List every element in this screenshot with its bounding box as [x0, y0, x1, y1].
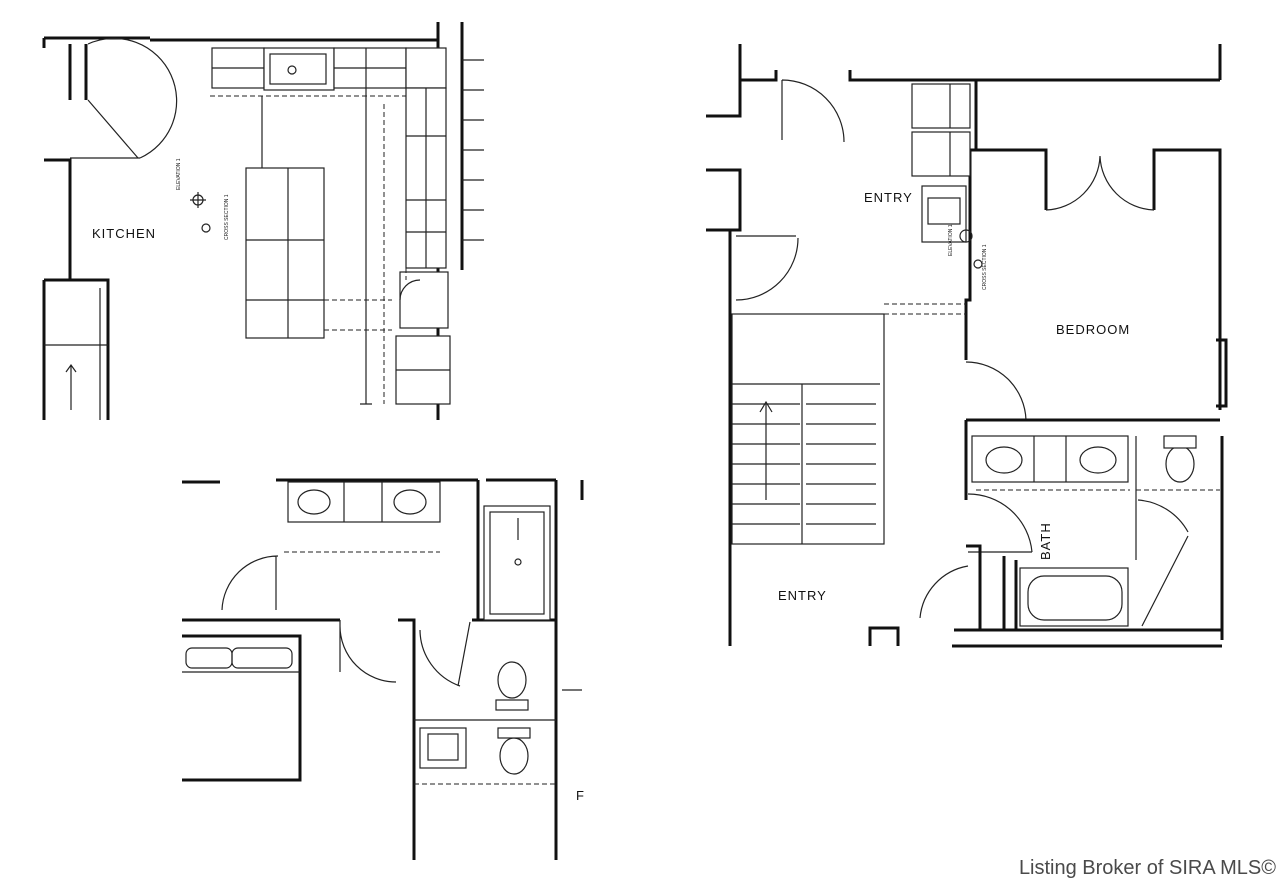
bath-label: BATH — [1038, 522, 1053, 560]
svg-text:CROSS SECTION 1: CROSS SECTION 1 — [224, 194, 230, 240]
kitchen-plan: ELEVATION 1 CROSS SECTION 1 KITCHEN — [42, 22, 484, 420]
kitchen-label: KITCHEN — [92, 226, 156, 241]
listing-broker-watermark: Listing Broker of SIRA MLS© — [1018, 857, 1276, 879]
lower-bath-plan: F — [182, 478, 585, 860]
svg-text:ELEVATION 1: ELEVATION 1 — [176, 158, 182, 190]
svg-text:CROSS SECTION 1: CROSS SECTION 1 — [982, 244, 988, 290]
entry-label-lower: ENTRY — [778, 588, 827, 603]
partial-room-label: F — [576, 788, 585, 803]
upper-floor-plan: CROSS SECTION 1 ELEVATION 1 ENTRY — [706, 44, 1228, 648]
bedroom-label: BEDROOM — [1056, 322, 1130, 337]
entry-label-upper: ENTRY — [864, 190, 913, 205]
svg-text:ELEVATION 1: ELEVATION 1 — [948, 224, 954, 256]
